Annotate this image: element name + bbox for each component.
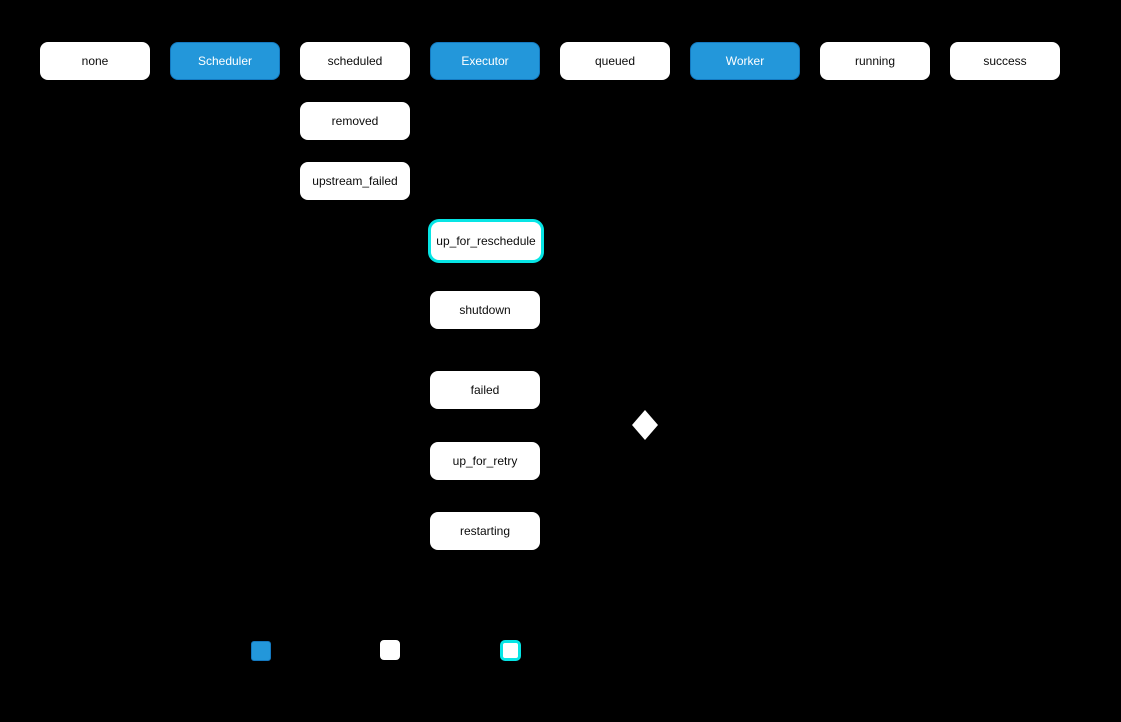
node-upstream-failed: upstream_failed xyxy=(300,162,410,200)
decision-diamond-icon xyxy=(632,410,658,440)
legend-swatch-component xyxy=(251,641,271,661)
node-up-for-reschedule: up_for_reschedule xyxy=(431,222,541,260)
node-running: running xyxy=(820,42,930,80)
node-none: none xyxy=(40,42,150,80)
node-up-for-retry: up_for_retry xyxy=(430,442,540,480)
node-scheduled: scheduled xyxy=(300,42,410,80)
node-scheduler: Scheduler xyxy=(170,42,280,80)
node-queued: queued xyxy=(560,42,670,80)
node-worker: Worker xyxy=(690,42,800,80)
legend-swatch-state xyxy=(380,640,400,660)
node-executor: Executor xyxy=(430,42,540,80)
legend-swatch-highlighted-state xyxy=(500,640,521,661)
node-shutdown: shutdown xyxy=(430,291,540,329)
node-failed: failed xyxy=(430,371,540,409)
node-success: success xyxy=(950,42,1060,80)
node-restarting: restarting xyxy=(430,512,540,550)
node-removed: removed xyxy=(300,102,410,140)
